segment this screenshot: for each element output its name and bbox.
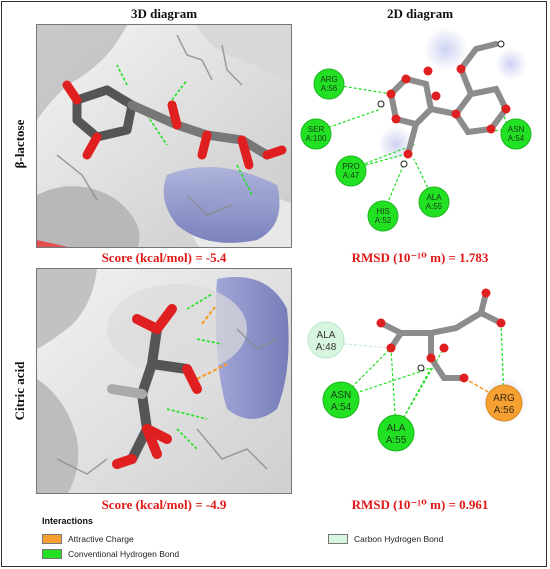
score-lactose: Score (kcal/mol) = -5.4 bbox=[101, 250, 227, 265]
residue-id: A:56 bbox=[494, 405, 515, 416]
residue-name: ASN bbox=[508, 125, 525, 134]
legend-label: Carbon Hydrogen Bond bbox=[354, 534, 444, 544]
residue-id: A:55 bbox=[426, 202, 443, 211]
residue-node bbox=[335, 155, 367, 187]
residue-name: ALA bbox=[426, 193, 442, 202]
rmsd-lactose: RMSD (10⁻¹⁰ m) = 1.783 bbox=[351, 250, 489, 265]
residue-name: ASN bbox=[331, 390, 352, 401]
residue-node bbox=[377, 414, 415, 452]
score-citric: Score (kcal/mol) = -4.9 bbox=[101, 497, 227, 512]
residue-node bbox=[485, 384, 523, 422]
residue-name: HIS bbox=[376, 207, 389, 216]
residue-node bbox=[307, 321, 345, 359]
legend-item-carbon: Carbon Hydrogen Bond bbox=[328, 534, 443, 544]
residue-name: PRO bbox=[342, 162, 359, 171]
2d-panel-lactose: ARG A:56 SER A:100 PRO A:47 HIS A:52 ALA… bbox=[296, 24, 542, 248]
rmsd-citric: RMSD (10⁻¹⁰ m) = 0.961 bbox=[351, 497, 489, 512]
legend-swatch bbox=[42, 534, 62, 544]
legend-label: Attractive Charge bbox=[68, 534, 134, 544]
residue-node bbox=[300, 118, 332, 150]
residue-id: A:48 bbox=[316, 342, 337, 353]
residue-id: A:55 bbox=[386, 435, 407, 446]
residue-name: ALA bbox=[317, 330, 336, 341]
row-label-citric: Citric acid bbox=[12, 361, 27, 421]
legend-label: Conventional Hydrogen Bond bbox=[68, 549, 180, 559]
residue-id: A:100 bbox=[306, 134, 327, 143]
residue-id: A:56 bbox=[321, 84, 338, 93]
residue-id: A:47 bbox=[343, 171, 360, 180]
residue-name: SER bbox=[308, 125, 325, 134]
3d-panel-citric bbox=[36, 268, 292, 494]
residue-id: A:54 bbox=[331, 402, 352, 413]
residue-node bbox=[500, 118, 532, 150]
residue-node bbox=[367, 200, 399, 232]
residue-id: A:54 bbox=[508, 134, 525, 143]
legend-item-attractive: Attractive Charge bbox=[42, 534, 134, 544]
residue-node bbox=[322, 381, 360, 419]
residue-id: A:52 bbox=[375, 216, 392, 225]
3d-panel-lactose bbox=[36, 24, 292, 248]
residue-node bbox=[418, 186, 450, 218]
header-3d: 3D diagram bbox=[130, 6, 198, 21]
legend-swatch bbox=[328, 534, 348, 544]
header-2d: 2D diagram bbox=[386, 6, 454, 21]
residue-name: ALA bbox=[387, 423, 406, 434]
legend-swatch bbox=[42, 549, 62, 559]
residue-node bbox=[313, 68, 345, 100]
legend-item-conventional: Conventional Hydrogen Bond bbox=[42, 549, 179, 559]
residue-name: ARG bbox=[320, 75, 337, 84]
2d-panel-citric: ALA A:48 ASN A:54 ALA A:55 ARG A:56 bbox=[296, 268, 542, 494]
legend-title: Interactions bbox=[42, 516, 94, 526]
row-label-lactose: β-lactose bbox=[12, 119, 27, 169]
residue-name: ARG bbox=[493, 393, 515, 404]
